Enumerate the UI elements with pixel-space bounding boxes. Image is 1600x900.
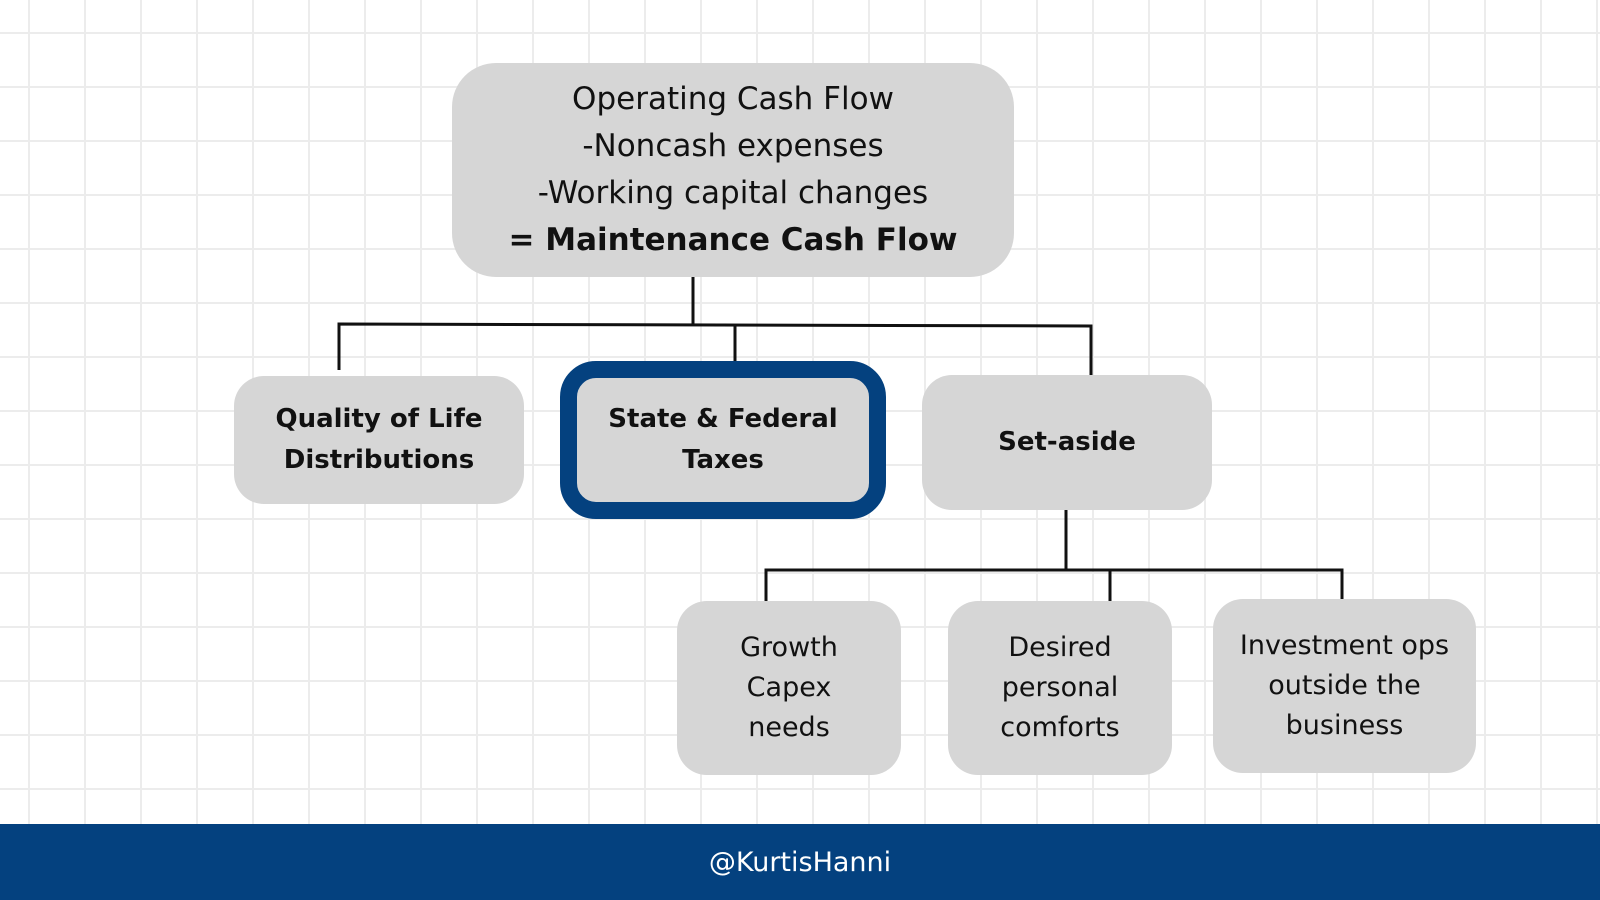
growth-line3: needs [748, 712, 830, 743]
desired-line2: personal [1001, 672, 1119, 703]
connector-top-bar [337, 322, 1093, 376]
taxes-line1: State & Federal [608, 404, 838, 434]
maintenance-cash-flow-box: Operating Cash Flow -Noncash expenses -W… [452, 63, 1014, 277]
quality-of-life-box: Quality of Life Distributions [234, 376, 524, 504]
maintenance-cash-flow-result: = Maintenance Cash Flow [508, 222, 958, 258]
investment-line1: Investment ops [1239, 630, 1450, 661]
investment-line2: outside the [1268, 670, 1421, 701]
operating-cash-flow-label: Operating Cash Flow [572, 81, 894, 117]
set-aside-label: Set-aside [998, 427, 1136, 457]
growth-capex-box: Growth Capex needs [677, 601, 901, 775]
working-capital-label: -Working capital changes [537, 175, 929, 211]
state-federal-taxes-box: State & Federal Taxes [560, 361, 886, 519]
noncash-expenses-label: -Noncash expenses [582, 128, 884, 164]
desired-line3: comforts [1000, 712, 1120, 743]
set-aside-box: Set-aside [922, 375, 1212, 510]
growth-line2: Capex [746, 672, 832, 703]
investment-line3: business [1285, 710, 1404, 741]
growth-line1: Growth [740, 632, 838, 663]
footer-bar: @KurtisHanni [0, 824, 1600, 900]
quality-of-life-line2: Distributions [283, 445, 475, 475]
quality-of-life-line1: Quality of Life [275, 404, 483, 434]
desired-line1: Desired [1008, 632, 1112, 663]
desired-comforts-box: Desired personal comforts [948, 601, 1172, 775]
connector-bottom-bar [764, 568, 1344, 601]
investment-ops-box: Investment ops outside the business [1213, 599, 1476, 773]
author-handle: @KurtisHanni [708, 846, 892, 878]
taxes-line2: Taxes [682, 445, 764, 475]
